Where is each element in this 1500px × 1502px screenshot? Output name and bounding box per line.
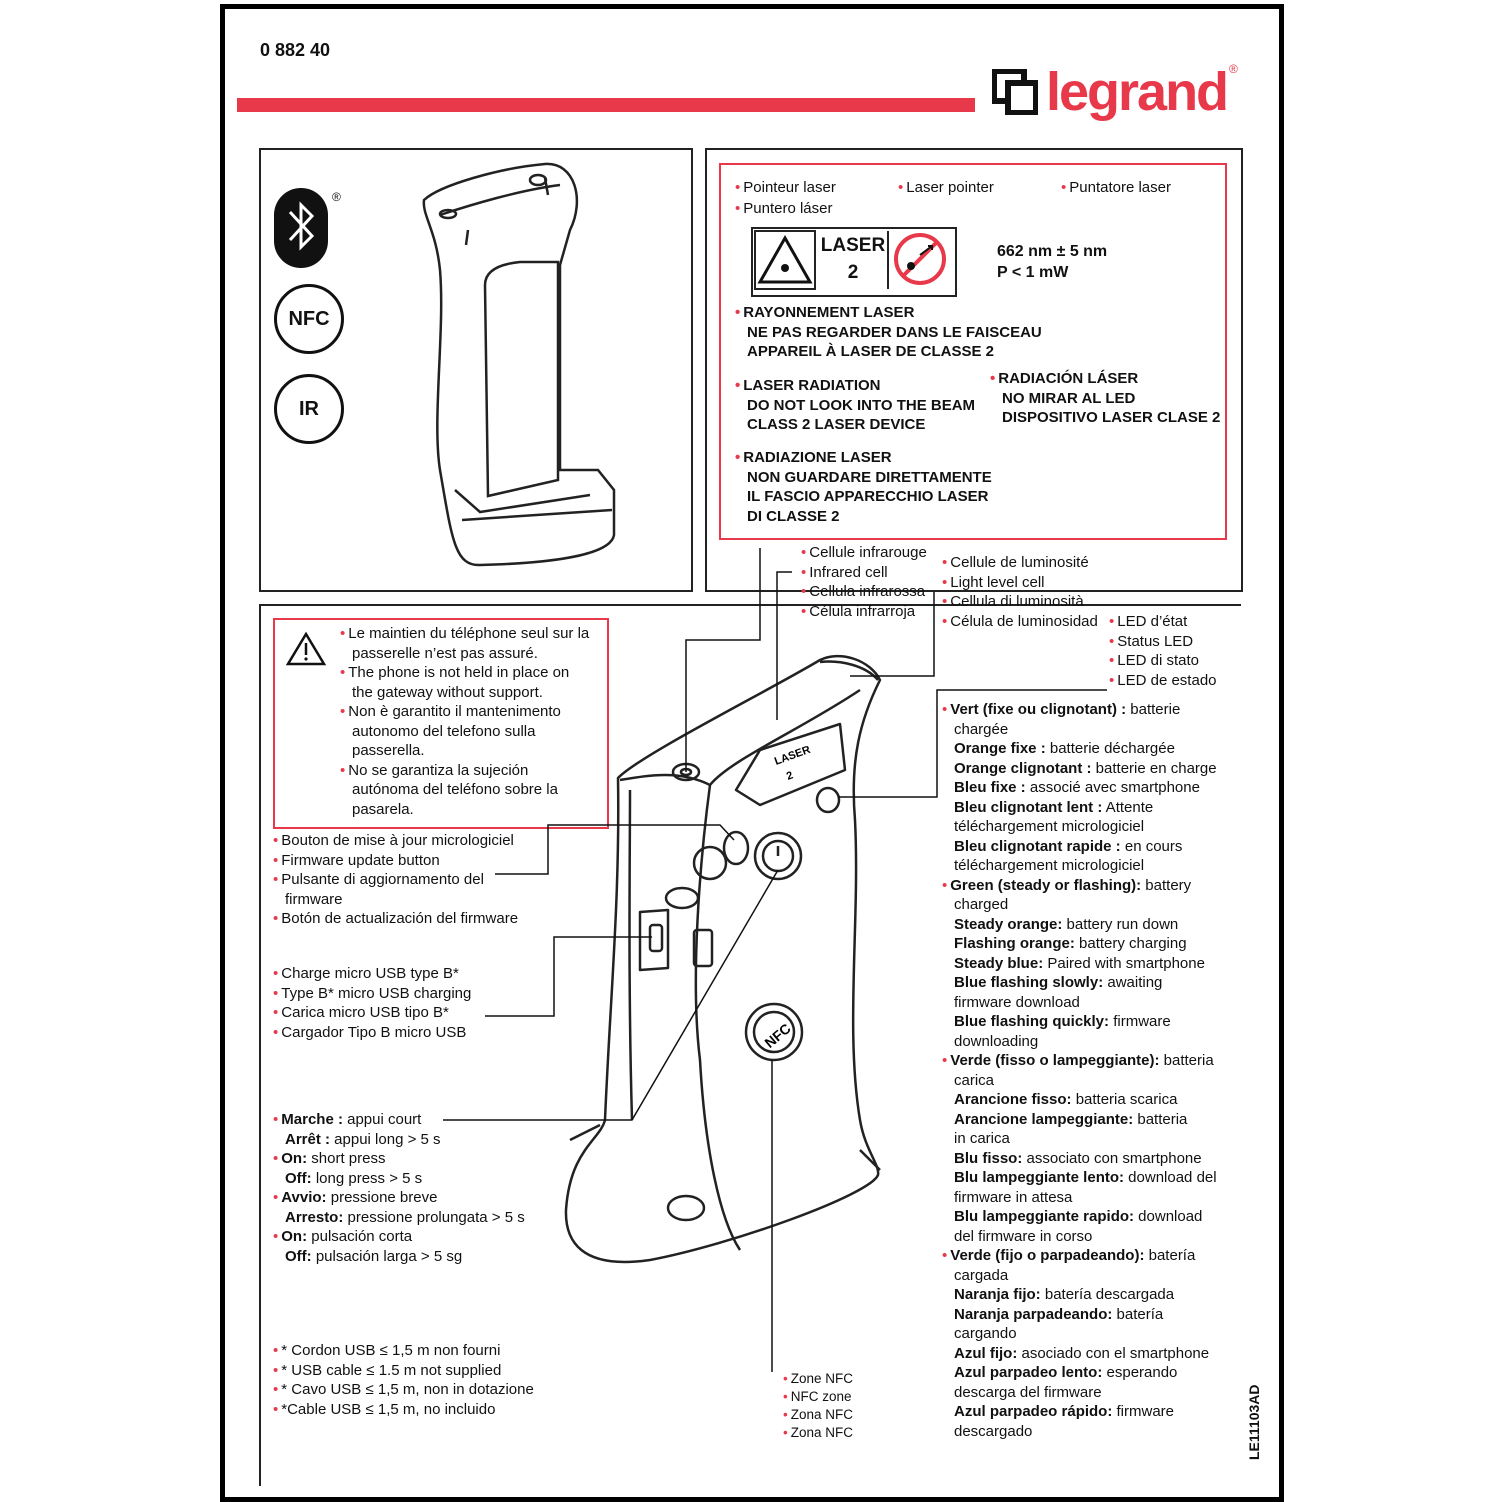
led-state-line: •Verde (fisso o lampeggiante): batteria (942, 1052, 1214, 1069)
led-state-line: Blu fisso: associato con smartphone (954, 1149, 1202, 1167)
led-state-line: •Green (steady or flashing): battery (942, 876, 1192, 894)
header-red-bar (237, 98, 975, 112)
led-state-line: firmware download (954, 993, 1080, 1011)
led-state-line: carica (954, 1071, 995, 1089)
product-code: 0 882 40 (260, 40, 331, 60)
laser-class-number: 2 (847, 262, 859, 283)
led-state-line: Orange clignotant : batterie en charge (954, 759, 1217, 777)
usb-cable-note: •* Cordon USB ≤ 1,5 m non fourni •* USB … (273, 1342, 534, 1418)
led-state-line: Azul fijo: asociado con el smartphone (954, 1344, 1210, 1362)
led-state-line: Blu lampeggiante rapido: download (954, 1208, 1203, 1225)
nfc-icon: NFC (274, 284, 344, 354)
led-state-line: charged (954, 896, 1009, 913)
led-state-line: Steady orange: battery run down (954, 915, 1179, 933)
light-cell-label: •Cellule de luminosité •Light level cell… (942, 554, 1098, 630)
status-led-label: •LED d’état •Status LED •LED di stato •L… (1109, 613, 1217, 689)
laser-class-label (751, 227, 957, 297)
laser-power: P < 1 mW (997, 264, 1069, 281)
led-state-line: descargado (954, 1422, 1033, 1440)
led-state-line: cargando (954, 1325, 1017, 1342)
led-state-line: del firmware in corso (954, 1227, 1093, 1245)
laser-title-es: •Puntero láser (735, 200, 833, 217)
ir-icon: IR (274, 374, 344, 444)
led-state-line: cargada (954, 1266, 1009, 1284)
led-state-line: in carica (954, 1130, 1010, 1147)
laser-title-fr: •Pointeur laser (735, 179, 836, 196)
led-state-line: téléchargement micrologiciel (954, 857, 1145, 874)
led-state-line: Bleu clignotant rapide : en cours (954, 837, 1183, 855)
laser-title-it: •Puntatore laser (1061, 179, 1171, 196)
led-state-line: Blu lampeggiante lento: download del (954, 1169, 1217, 1186)
led-state-line: Azul parpadeo lento: esperando (954, 1364, 1178, 1381)
led-state-line: •Vert (fixe ou clignotant) : batterie (942, 701, 1181, 718)
firmware-button-label: •Bouton de mise à jour micrologiciel •Fi… (273, 832, 519, 927)
led-states-text: •Vert (fixe ou clignotant) : batterie cha… (942, 700, 1217, 1441)
led-state-line: chargée (954, 720, 1009, 738)
led-state-line: Arancione fisso: batteria scarica (954, 1091, 1178, 1108)
infrared-cell-label: •Cellule infrarouge •Infrared cell •Cell… (801, 544, 927, 620)
usb-charging-label: •Charge micro USB type B* •Type B* micro… (273, 965, 472, 1041)
laser-warning-fr: •RAYONNEMENT LASER NE PAS REGARDER DANS … (735, 304, 1042, 360)
laser-warning-box (719, 163, 1227, 540)
led-state-line: Flashing orange: battery charging (954, 935, 1187, 952)
laser-warning-it: •RADIAZIONE LASER NON GUARDARE DIRETTAME… (735, 449, 992, 525)
nfc-icon-label: NFC (288, 307, 330, 330)
laser-outer-box (705, 148, 1243, 592)
legrand-mark-icon (992, 69, 1038, 115)
led-state-line: •Verde (fijo o parpadeando): batería (942, 1247, 1196, 1264)
led-state-line: Orange fixe : batterie déchargée (954, 740, 1175, 757)
phone-warning-text: •Le maintien du téléphone seul sur la pa… (340, 625, 590, 818)
led-state-line: downloading (954, 1032, 1039, 1050)
document-reference: LE11103AD (1246, 1384, 1262, 1461)
laser-wavelength: 662 nm ± 5 nm (997, 243, 1108, 260)
led-state-line: Naranja fijo: batería descargada (954, 1286, 1175, 1303)
led-state-line: téléchargement micrologiciel (954, 818, 1145, 835)
led-state-line: Bleu fixe : associé avec smartphone (954, 779, 1200, 796)
led-state-line: Blue flashing quickly: firmware (954, 1013, 1171, 1030)
led-state-line: Azul parpadeo rápido: firmware (954, 1403, 1175, 1420)
led-state-line: descarga del firmware (954, 1383, 1102, 1401)
laser-warning-es: •RADIACIÓN LÁSER NO MIRAR AL LED DISPOSI… (990, 370, 1221, 426)
led-state-line: Blue flashing slowly: awaiting (954, 974, 1163, 991)
led-state-line: Arancione lampeggiante: batteria (954, 1110, 1188, 1128)
led-state-line: firmware in attesa (954, 1188, 1073, 1206)
brand-registered: ® (1229, 62, 1238, 76)
laser-title-en: •Laser pointer (898, 179, 994, 196)
bluetooth-registered: ® (332, 190, 341, 204)
nfc-zone-label: •Zone NFC •NFC zone •Zona NFC •Zona NFC (783, 1371, 854, 1440)
brand-logo: legrand ® (992, 62, 1238, 122)
ir-icon-label: IR (299, 397, 319, 420)
product-image-box (259, 148, 693, 592)
led-state-line: Bleu clignotant lent : Attente (954, 798, 1154, 816)
laser-warning-en: •LASER RADIATION DO NOT LOOK INTO THE BE… (735, 377, 976, 433)
power-button-label: •Marche : appui court Arrêt : appui long… (273, 1111, 525, 1265)
led-state-line: Steady blue: Paired with smartphone (954, 954, 1205, 972)
led-state-line: Naranja parpadeando: batería (954, 1305, 1164, 1323)
brand-name: legrand (1046, 62, 1229, 122)
laser-class-word: LASER (820, 235, 886, 256)
